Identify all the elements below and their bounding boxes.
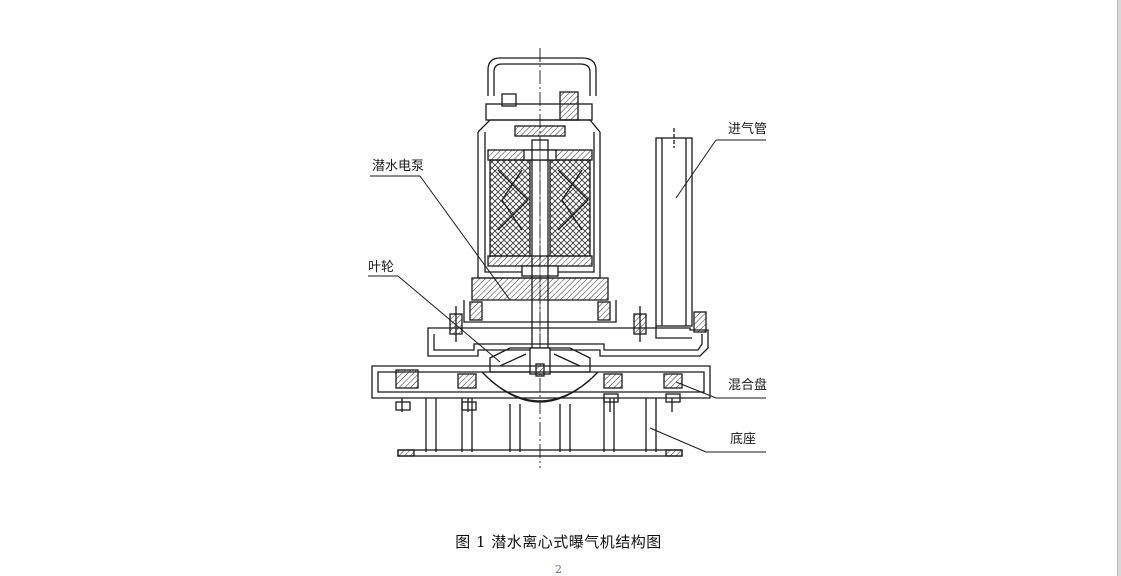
- figure-caption: 图 1 潜水离心式曝气机结构图: [455, 533, 662, 551]
- pump-casing: [463, 300, 617, 323]
- air-inlet-pipe: [655, 128, 693, 339]
- label-base: 底座: [730, 431, 756, 447]
- label-impeller: 叶轮: [368, 260, 394, 275]
- label-air-pipe: 进气管: [728, 121, 767, 137]
- label-mixing-plate: 混合盘: [728, 377, 767, 393]
- label-pump: 潜水电泵: [372, 159, 424, 174]
- aerator-structure-drawing: 潜水电泵 叶轮 进气管 混合盘 底座: [368, 48, 767, 468]
- base-stand: [397, 398, 683, 457]
- motor-top-cover: [487, 57, 597, 96]
- air-chamber: [427, 327, 709, 357]
- page-border: [1117, 0, 1121, 576]
- page-number: 2: [555, 563, 562, 576]
- mixing-plate: [371, 365, 711, 412]
